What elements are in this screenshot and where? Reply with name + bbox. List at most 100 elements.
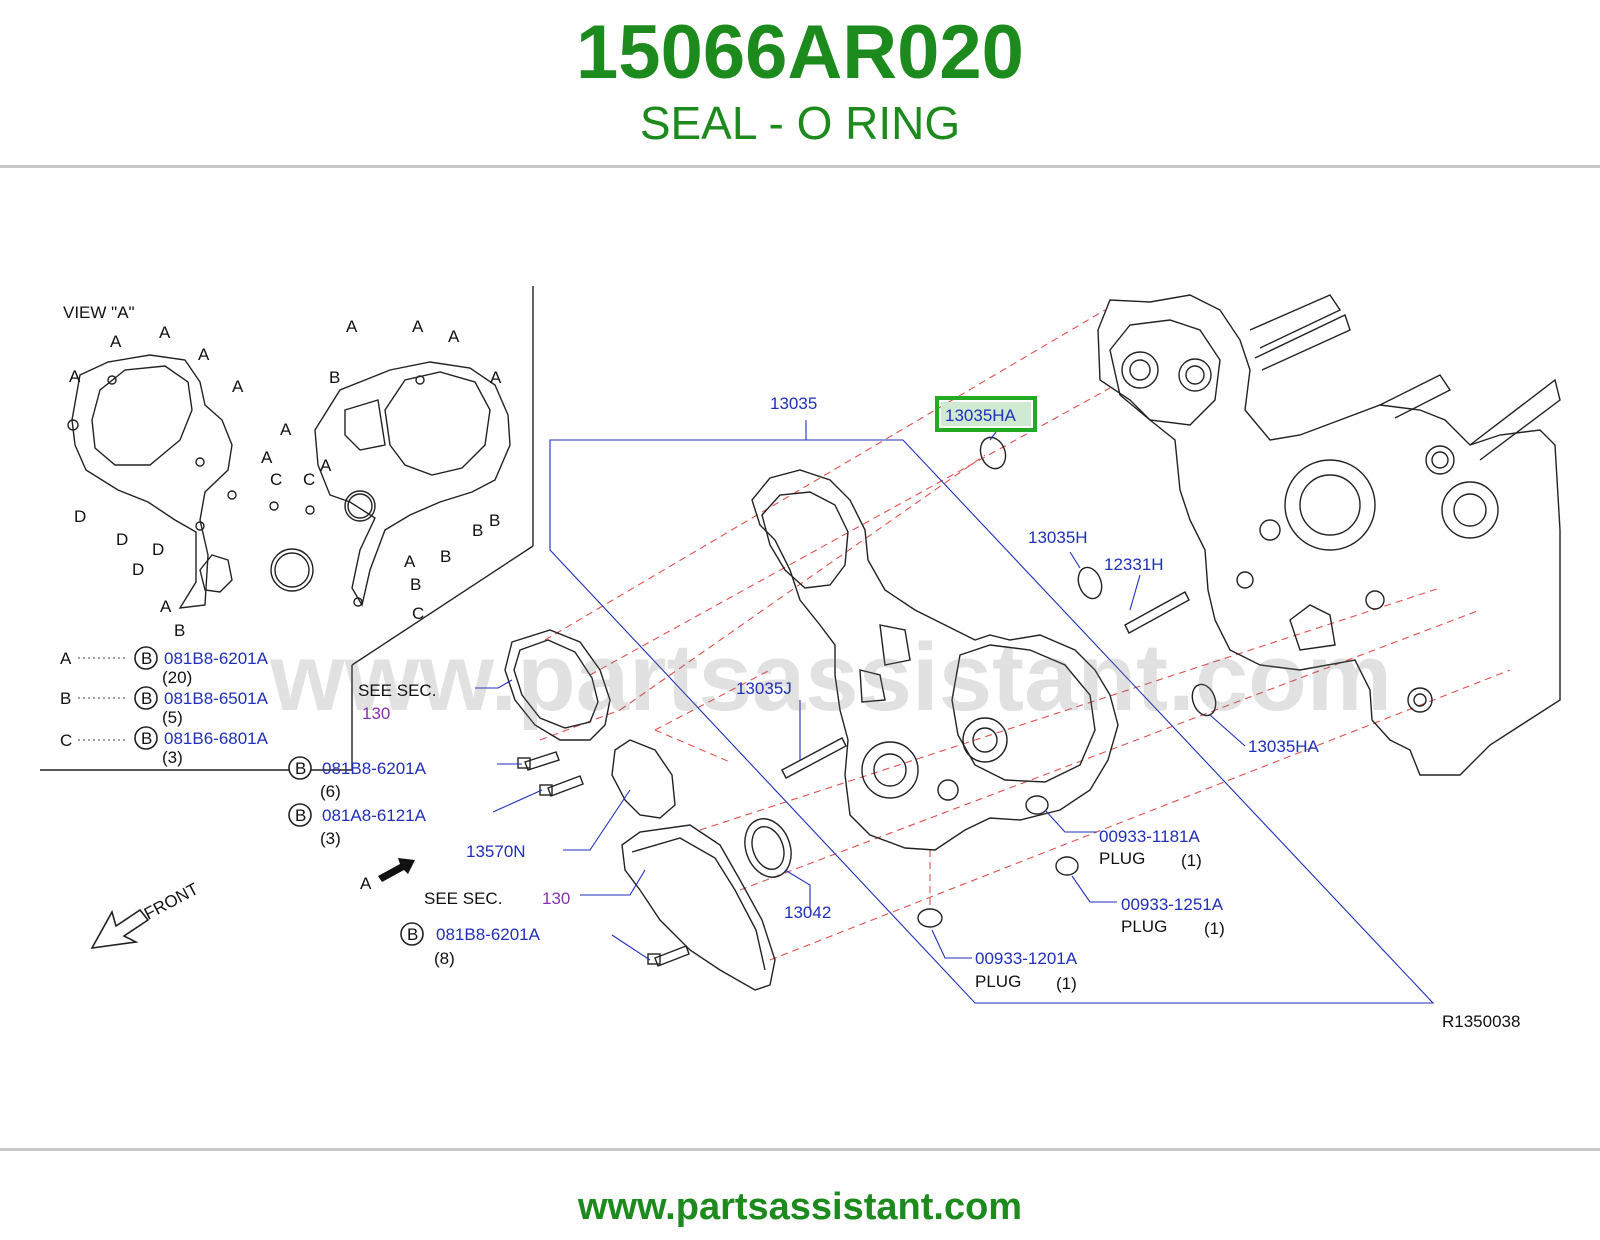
view-a-letter-a2: A (159, 323, 171, 342)
view-a-right-small-opening (344, 399, 386, 451)
view-a-letter-a3: A (198, 345, 210, 364)
plug-qty-3: (1) (1056, 974, 1077, 993)
o-ring-13035ha-top-drawing (979, 436, 1007, 470)
plug-label-2: PLUG (1121, 917, 1167, 936)
bolt-circle-letter-1: B (295, 759, 306, 778)
front-label: FRONT (141, 879, 202, 923)
see-sec-number-2[interactable]: 130 (542, 889, 570, 908)
bolt-qty-8: (8) (434, 949, 455, 968)
see-sec-number-1[interactable]: 130 (362, 704, 390, 723)
bolt-qty-6: (6) (320, 782, 341, 801)
plug-00933-1201a-drawing (917, 908, 943, 928)
legend-part-c[interactable]: 081B6-6801A (164, 729, 269, 748)
view-a-letter-d2: D (116, 530, 128, 549)
view-a-letter-a13: A (320, 456, 332, 475)
see-sec-label-2: SEE SEC. (424, 889, 502, 908)
view-a-letter-a14: A (404, 552, 416, 571)
page-subtitle-description: SEAL - O RING (639, 97, 961, 149)
view-a-letter-a8: A (346, 317, 358, 336)
page-title-part-number: 15066AR020 (576, 10, 1024, 95)
legend-qty-c: (3) (162, 748, 183, 767)
plug-label-1: PLUG (1099, 849, 1145, 868)
view-a-letter-b6: B (174, 621, 185, 640)
leader-lines (475, 431, 1246, 961)
plug-00933-1251a-drawing (1055, 856, 1079, 876)
legend-part-a[interactable]: 081B8-6201A (164, 649, 269, 668)
legend-qty-b: (5) (162, 708, 183, 727)
callout-13035ha-right[interactable]: 13035HA (1248, 737, 1320, 756)
callout-13035[interactable]: 13035 (770, 394, 817, 413)
plug-qty-2: (1) (1204, 919, 1225, 938)
callout-13035h[interactable]: 13035H (1028, 528, 1088, 547)
bolt-drawings (517, 751, 690, 967)
alignment-lines (539, 309, 1511, 961)
view-a-letter-a12: A (280, 420, 292, 439)
legend-key-c: C (60, 731, 72, 750)
view-arrow-letter: A (360, 874, 372, 893)
bolt-circle-letter-2: B (295, 806, 306, 825)
header-divider (0, 165, 1600, 168)
bolt-circle-3 (400, 922, 424, 946)
view-a-arrow-icon (378, 858, 415, 882)
callout-bolt-081a8-6121a[interactable]: 081A8-6121A (322, 806, 427, 825)
legend-circle-letter-a: B (141, 649, 152, 668)
legend-circle-letter-c: B (141, 729, 152, 748)
view-a-letter-a4: A (232, 377, 244, 396)
watermark-text: www.partsassistant.com (269, 624, 1392, 731)
legend-circle-letter-b: B (141, 689, 152, 708)
view-a-letter-c3: C (412, 604, 424, 623)
fastener-legend: A B 081B8-6201A (20) B B 081B8-6501A (5)… (60, 646, 269, 767)
view-a-letter-a1: A (110, 332, 122, 351)
engine-block-drawing (1097, 294, 1561, 776)
legend-key-a: A (60, 649, 72, 668)
bolt-circle-1 (288, 756, 312, 780)
callout-13035ha-highlighted[interactable]: 13035HA (945, 406, 1017, 425)
callout-bolt-081b8-6201a-6[interactable]: 081B8-6201A (322, 759, 427, 778)
seal-13042-drawing (744, 818, 792, 878)
bolt-circle-2 (288, 803, 312, 827)
legend-qty-a: (20) (162, 668, 192, 687)
view-a-letter-d1: D (74, 507, 86, 526)
callout-plug-00933-1181a[interactable]: 00933-1181A (1099, 827, 1200, 846)
view-a-letter-d3: D (152, 540, 164, 559)
callout-bolt-081b8-6201a-8[interactable]: 081B8-6201A (436, 925, 541, 944)
view-a-title: VIEW "A" (63, 303, 135, 322)
o-ring-13035ha-right-drawing (1191, 683, 1217, 717)
gasket-13570n-drawing (611, 739, 676, 819)
o-ring-13035h-drawing (1077, 566, 1103, 600)
callout-13570n[interactable]: 13570N (466, 842, 526, 861)
legend-key-b: B (60, 689, 71, 708)
front-arrow-icon (90, 908, 150, 950)
view-a-letter-c2: C (303, 470, 315, 489)
dowel-pin-13035j-drawing (781, 737, 847, 779)
callout-13042[interactable]: 13042 (784, 903, 831, 922)
view-a-letter-a10: A (448, 327, 460, 346)
view-a-letter-b5: B (410, 575, 421, 594)
parts-diagram: VIEW "A" A A A A A A A A A A A A (40, 286, 1561, 1031)
legend-bolt-circle-c (134, 726, 158, 750)
bolt-circle-letter-3: B (407, 925, 418, 944)
bolt-qty-3: (3) (320, 829, 341, 848)
dowel-pin-12331h-drawing (1124, 591, 1190, 634)
footer-divider (0, 1148, 1600, 1151)
legend-part-b[interactable]: 081B8-6501A (164, 689, 269, 708)
view-a-left-small-opening (199, 554, 233, 593)
legend-bolt-circle-a (134, 646, 158, 670)
group-bracket-13035 (549, 420, 1435, 1004)
callout-13035j[interactable]: 13035J (736, 679, 792, 698)
diagram-reference-code: R1350038 (1442, 1012, 1520, 1031)
view-a-letter-a7: A (160, 597, 172, 616)
legend-bolt-circle-b (134, 686, 158, 710)
callout-plug-00933-1201a[interactable]: 00933-1201A (975, 949, 1078, 968)
plug-00933-1181a-drawing (1025, 795, 1049, 815)
callout-plug-00933-1251a[interactable]: 00933-1251A (1121, 895, 1224, 914)
plug-label-3: PLUG (975, 972, 1021, 991)
highlighted-part-fill (941, 402, 1031, 426)
callout-12331h[interactable]: 12331H (1104, 555, 1164, 574)
footer-website-link[interactable]: www.partsassistant.com (577, 1186, 1023, 1228)
view-a-panel: VIEW "A" A A A A A A A A A A A A (40, 286, 534, 771)
see-sec-label-1: SEE SEC. (358, 681, 436, 700)
view-a-letter-b3: B (489, 511, 500, 530)
lower-cover-drawing (621, 824, 776, 991)
view-a-letter-b1: B (329, 368, 340, 387)
